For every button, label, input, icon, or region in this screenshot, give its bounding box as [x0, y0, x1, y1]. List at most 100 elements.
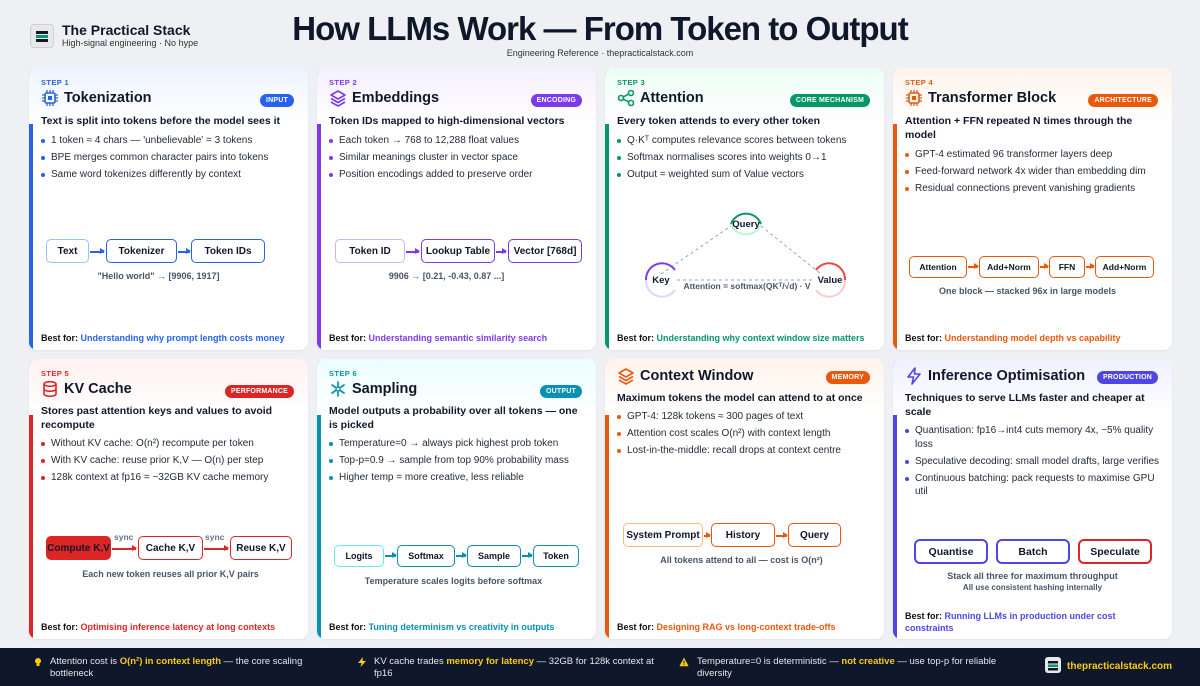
quantise-button: Quantise — [914, 539, 988, 564]
flow-node: Query — [788, 523, 841, 547]
bullet: Position encodings added to preserve ord… — [329, 168, 588, 182]
flow-node: History — [711, 523, 775, 547]
footer: Attention cost is O(n²) in context lengt… — [0, 648, 1200, 686]
best-for: Best for: Understanding why context wind… — [617, 333, 865, 343]
flow-node: Tokenizer — [106, 239, 177, 263]
bullet-list: Q·Kᵀ computes relevance scores between t… — [617, 134, 876, 185]
bullet: Without KV cache: O(n²) recompute per to… — [41, 437, 300, 451]
flow-node: Reuse K,V — [230, 536, 292, 560]
bullet: Continuous batching: pack requests to ma… — [905, 472, 1164, 499]
badge: ENCODING — [530, 94, 582, 107]
layers-icon — [330, 90, 346, 107]
header: The Practical Stack High-signal engineer… — [0, 0, 1200, 64]
card-sampling: STEP 6 Sampling OUTPUT Model outputs a p… — [317, 359, 596, 639]
brand-name: The Practical Stack — [62, 22, 191, 38]
card-context-window: Context Window MEMORY Maximum tokens the… — [605, 359, 884, 639]
key-node: Key — [652, 275, 670, 286]
flow-node: Token ID — [335, 239, 405, 263]
flow-node: Sample — [467, 545, 521, 567]
flow-caption: 9906 → [0.21, -0.43, 0.87 ...] — [388, 271, 505, 281]
best-for: Best for: Understanding model depth vs c… — [905, 333, 1121, 343]
flow-node: Logits — [334, 545, 384, 567]
bullet-list: Temperature=0 → always pick highest prob… — [329, 437, 588, 488]
card-title: Tokenization — [64, 90, 152, 106]
badge: ARCHITECTURE — [1088, 94, 1158, 107]
badge: PERFORMANCE — [224, 385, 294, 398]
brand-tagline: High-signal engineering · No hype — [62, 38, 199, 48]
bullet: Temperature=0 → always pick highest prob… — [329, 437, 588, 451]
flow-node: Token IDs — [191, 239, 265, 263]
best-for: Best for: Running LLMs in production und… — [905, 611, 1116, 633]
attention-formula: Attention = softmax(QKᵀ/√d) · V — [683, 281, 811, 291]
card-title: Embeddings — [352, 90, 440, 106]
flow-node: Lookup Table — [421, 239, 495, 263]
card-title: Context Window — [640, 368, 754, 384]
footer-url[interactable]: thepracticalstack.com — [1067, 661, 1173, 672]
best-for: Best for: Understanding why prompt lengt… — [41, 333, 285, 343]
bullet: Speculative decoding: small model drafts… — [905, 455, 1164, 469]
card-title: KV Cache — [64, 381, 132, 397]
badge: INPUT — [260, 94, 294, 107]
flow-node: Cache K,V — [138, 536, 203, 560]
lead-text: Model outputs a probability over all tok… — [329, 405, 578, 431]
badge: PRODUCTION — [1096, 371, 1158, 384]
bullet: Q·Kᵀ computes relevance scores between t… — [617, 134, 876, 148]
speculate-button: Speculate — [1078, 539, 1152, 564]
step-label: STEP 5 — [41, 369, 70, 378]
card-embeddings: STEP 2 Embeddings ENCODING Token IDs map… — [317, 68, 596, 350]
bullet: Residual connections prevent vanishing g… — [905, 182, 1164, 196]
best-for: Best for: Optimising inference latency a… — [41, 622, 276, 632]
flow-caption: All tokens attend to all — cost is O(n²) — [660, 555, 823, 565]
badge: CORE MECHANISM — [789, 94, 870, 107]
bullet: With KV cache: reuse prior K,V — O(n) pe… — [41, 454, 300, 468]
bullet: Attention cost scales O(n²) with context… — [617, 427, 876, 441]
share-nodes-icon — [617, 89, 635, 107]
database-icon — [43, 380, 57, 398]
lead-text: Every token attends to every other token — [617, 115, 821, 127]
bullet-list: GPT-4 estimated 96 transformer layers de… — [905, 148, 1164, 199]
card-transformer: STEP 4 Transformer Block ARCHITECTURE At… — [893, 68, 1172, 350]
bullet: Softmax normalises scores into weights 0… — [617, 151, 876, 165]
attention-graph — [644, 212, 847, 298]
bullet: Similar meanings cluster in vector space — [329, 151, 588, 165]
card-kvcache: STEP 5 KV Cache PERFORMANCE Stores past … — [29, 359, 308, 639]
card-inference-optimisation: Inference Optimisation PRODUCTION Techni… — [893, 359, 1172, 639]
lead-text: Token IDs mapped to high-dimensional vec… — [329, 115, 565, 127]
best-for: Best for: Tuning determinism vs creativi… — [329, 622, 555, 632]
sync-label: sync — [205, 532, 225, 542]
page-subtitle: Engineering Reference · thepracticalstac… — [506, 48, 694, 58]
card-title: Transformer Block — [928, 90, 1057, 106]
flow-caption: "Hello world" → [9906, 1917] — [97, 271, 220, 281]
lightbulb-icon — [35, 658, 41, 666]
flow-caption-secondary: All use consistent hashing internally — [962, 583, 1103, 592]
footer-tip-attention: Attention cost is O(n²) in context lengt… — [50, 656, 303, 679]
best-for: Best for: Designing RAG vs long-context … — [617, 622, 836, 632]
footer-tip-kvcache: KV cache trades memory for latency — 32G… — [374, 656, 654, 679]
bullet: Each token → 768 to 12,288 float values — [329, 134, 588, 148]
bullet-list: 1 token ≈ 4 chars — 'unbelievable' = 3 t… — [41, 134, 300, 185]
page-title: How LLMs Work — From Token to Output — [292, 10, 908, 47]
bullet: Same word tokenizes differently by conte… — [41, 168, 300, 182]
card-tokenization: STEP 1 Tokenization INPUT Text is split … — [29, 68, 308, 350]
flow-caption: Each new token reuses all prior K,V pair… — [82, 569, 259, 579]
query-node: Query — [732, 219, 760, 230]
lead-text: Maximum tokens the model can attend to a… — [617, 392, 863, 404]
bullet: Top-p=0.9 → sample from top 90% probabil… — [329, 454, 588, 468]
step-label: STEP 1 — [41, 78, 70, 87]
flow-node: Text — [46, 239, 89, 263]
bullet: GPT-4 estimated 96 transformer layers de… — [905, 148, 1164, 162]
brand-logo — [1045, 657, 1061, 673]
chip-icon — [906, 90, 922, 106]
badge: MEMORY — [825, 371, 870, 384]
cpu-chip-icon — [42, 90, 58, 106]
step-label: STEP 6 — [329, 369, 358, 378]
bullet: Lost-in-the-middle: recall drops at cont… — [617, 444, 876, 458]
step-label: STEP 4 — [905, 78, 934, 87]
lead-text: Attention + FFN repeated N times through… — [905, 115, 1133, 141]
card-title: Attention — [640, 90, 704, 106]
bullet: 128k context at fp16 = ~32GB KV cache me… — [41, 471, 300, 485]
stack-icon — [618, 368, 634, 385]
flow-caption: Temperature scales logits before softmax — [364, 576, 543, 586]
flow-node: Vector [768d] — [508, 239, 582, 263]
lead-text: Stores past attention keys and values to… — [41, 405, 273, 431]
